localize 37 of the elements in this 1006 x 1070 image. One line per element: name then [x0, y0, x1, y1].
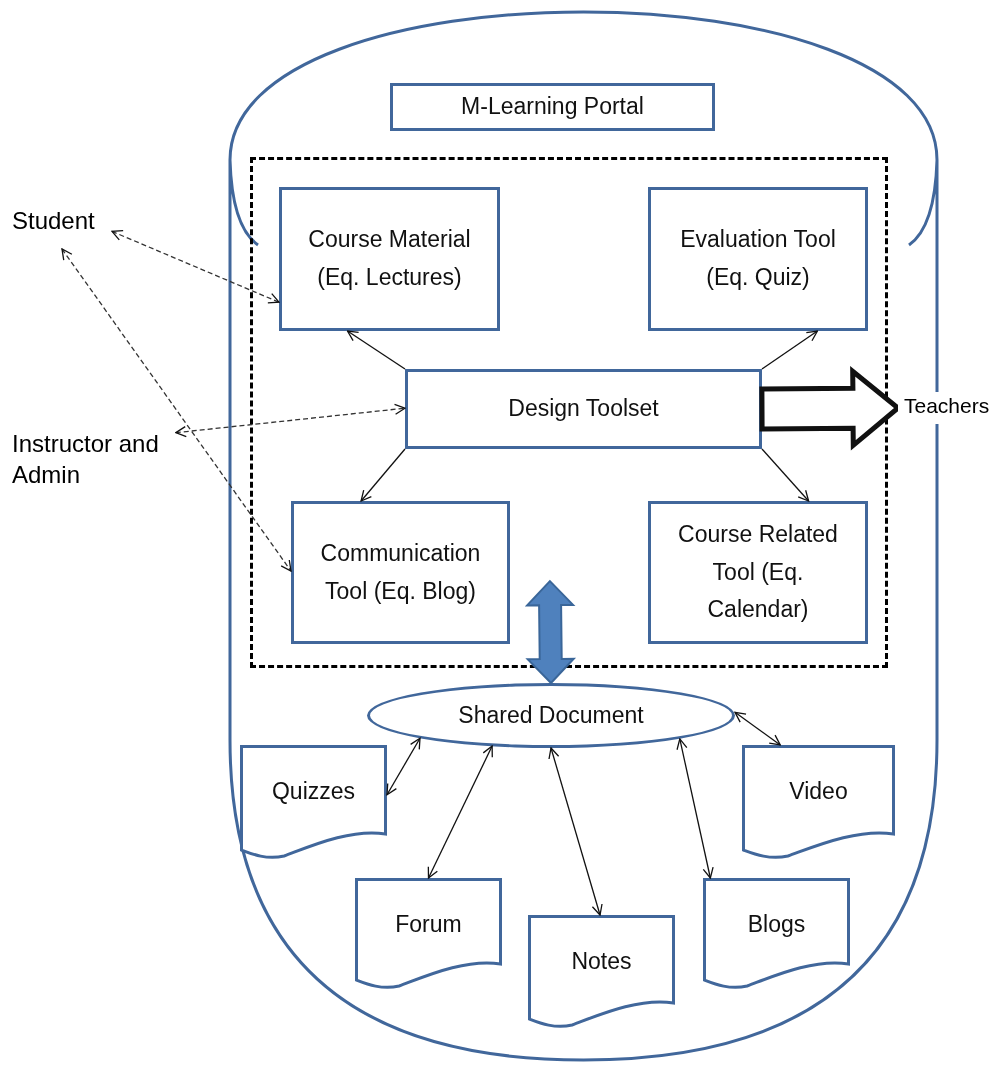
tool-box	[405, 369, 762, 449]
tool-box	[648, 187, 868, 331]
arrow	[761, 330, 819, 370]
dashed-arrow	[61, 248, 292, 572]
arrow	[427, 745, 493, 879]
dashed-group-border	[250, 157, 888, 668]
arrow	[761, 448, 810, 502]
arrow	[386, 737, 421, 796]
node-label: Shared Document	[458, 700, 644, 730]
node-label: Video	[789, 777, 848, 806]
dashed-arrow	[111, 230, 280, 304]
tool-box	[279, 187, 500, 331]
node-label: Course Related Tool (Eq. Calendar)	[677, 519, 839, 625]
tool-box	[291, 501, 510, 644]
arrow	[676, 738, 714, 879]
node-label: Quizzes	[271, 777, 356, 806]
arrow	[548, 747, 603, 916]
arrow	[734, 711, 781, 746]
title-box	[390, 83, 715, 131]
tool-box	[648, 501, 868, 644]
document-shape	[703, 878, 850, 988]
document-shape	[355, 878, 502, 988]
arrow	[346, 330, 406, 370]
double-block-arrow	[524, 579, 577, 685]
actor-label: Instructor and Admin	[12, 428, 194, 506]
arrow	[360, 448, 406, 502]
node-label: Design Toolset	[508, 394, 659, 424]
node-label: Communication Tool (Eq. Blog)	[319, 538, 482, 606]
node-label: Forum	[395, 910, 462, 939]
node-label: Evaluation Tool (Eq. Quiz)	[679, 225, 837, 292]
actor-label: Student	[12, 205, 112, 249]
dashed-arrow	[175, 403, 406, 438]
node-label: Course Material (Eq. Lectures)	[307, 225, 472, 292]
node-label: Blogs	[747, 910, 806, 939]
node-label: M-Learning Portal	[461, 92, 644, 122]
document-shape	[528, 915, 675, 1027]
node-label: Notes	[571, 947, 632, 976]
